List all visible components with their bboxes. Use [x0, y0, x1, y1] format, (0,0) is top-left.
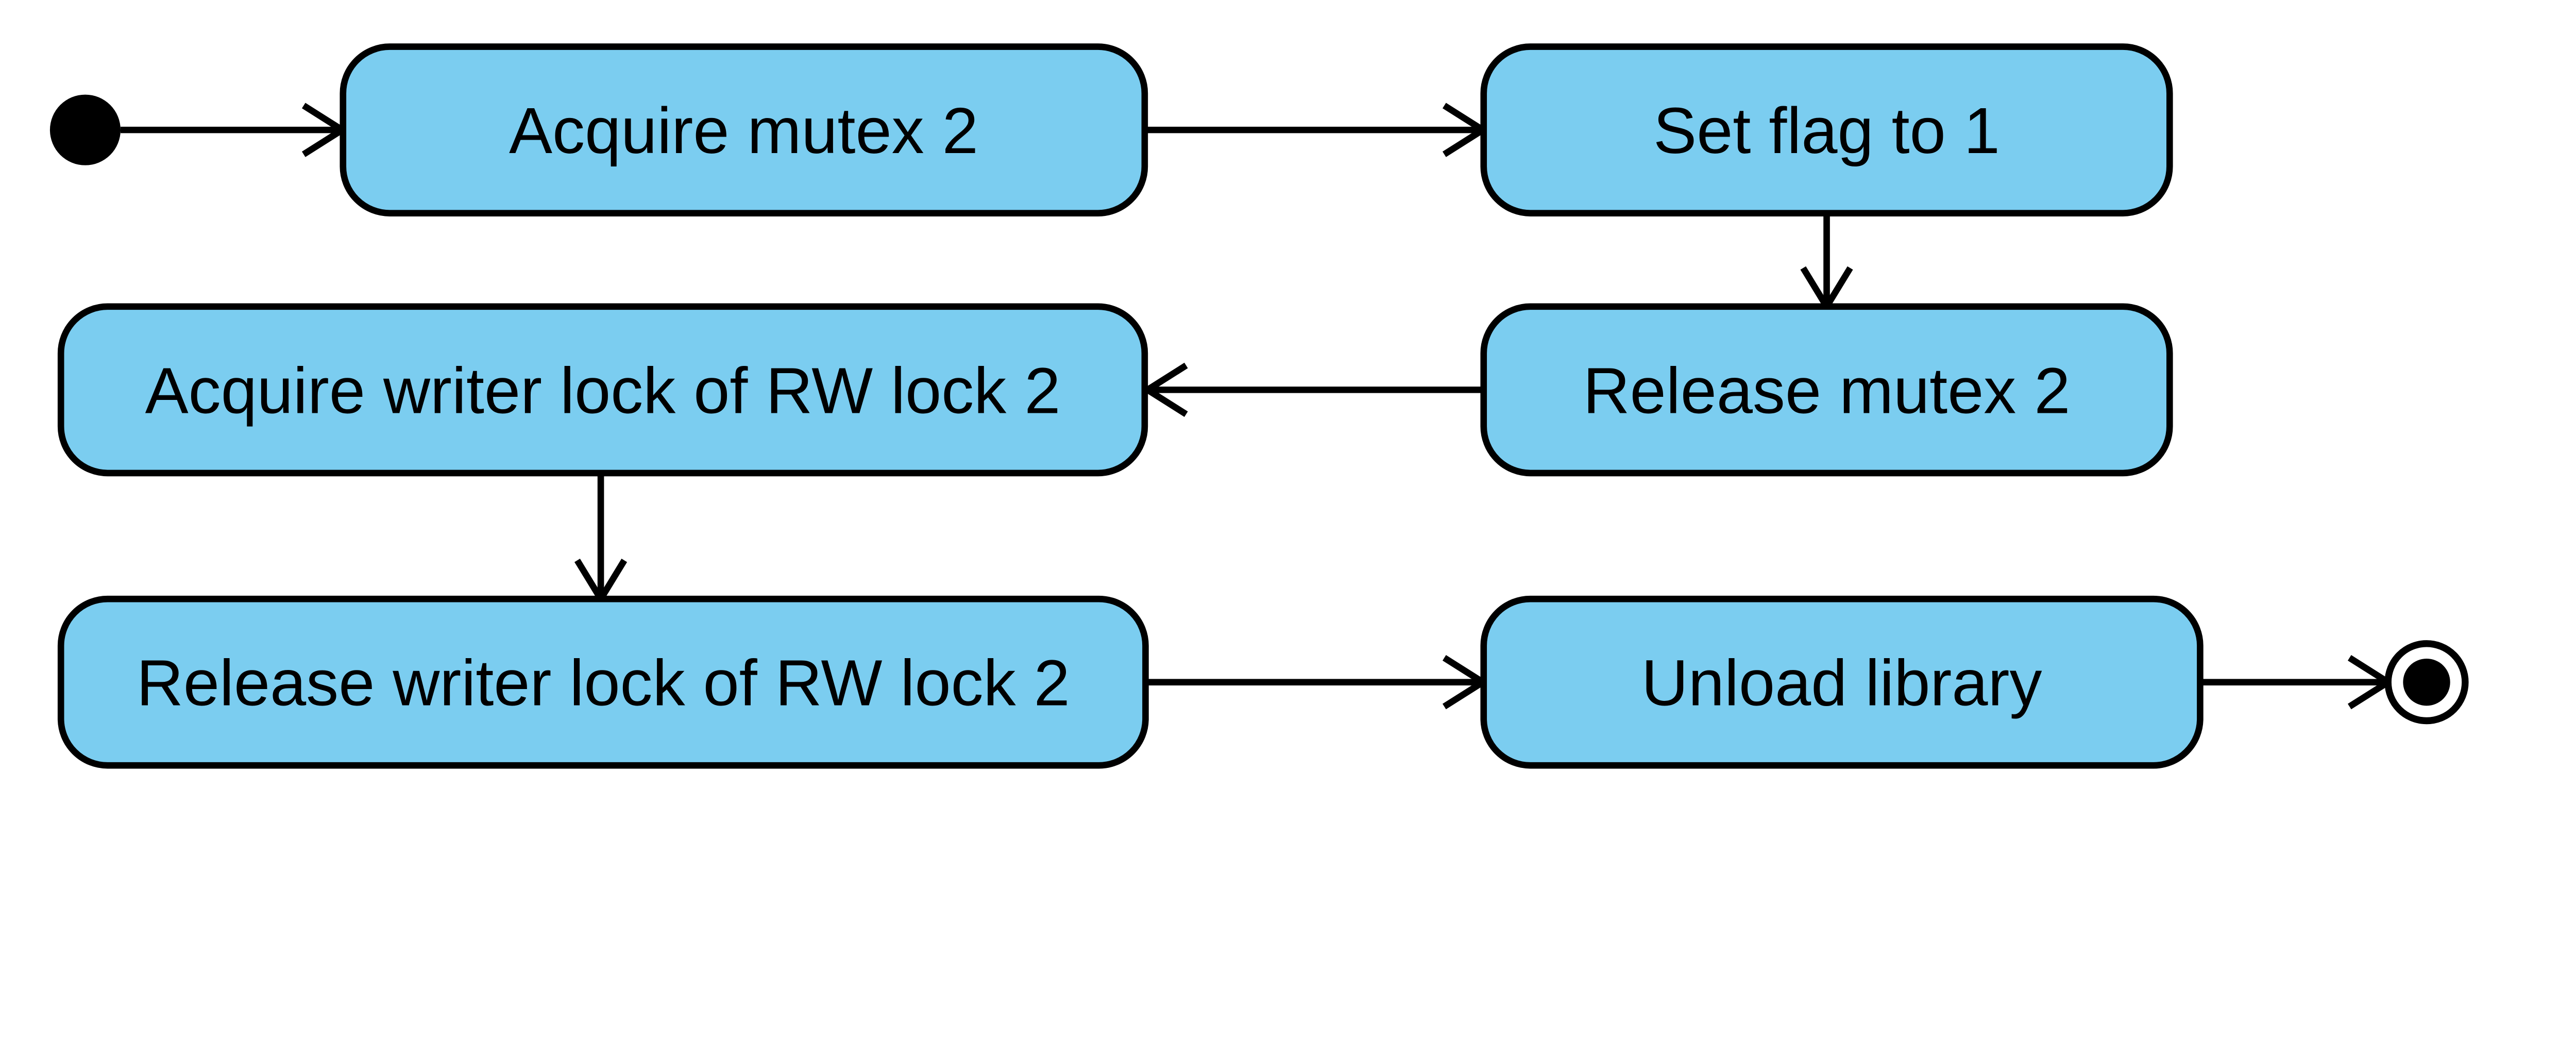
node-box — [1480, 43, 2173, 216]
node-box — [1480, 303, 2173, 477]
final-state-dot — [2403, 658, 2450, 706]
node-release-mutex-2: Release mutex 2 — [1480, 303, 2173, 477]
node-set-flag-to-1: Set flag to 1 — [1480, 43, 2173, 216]
node-unload-library: Unload library — [1480, 595, 2204, 769]
node-box — [57, 303, 1148, 477]
node-label: Acquire writer lock of RW lock 2 — [145, 354, 1061, 427]
node-acquire-mutex-2: Acquire mutex 2 — [340, 43, 1148, 216]
edge-release-mutex-2-to-acquire-writer-lock — [1141, 362, 1484, 417]
node-label: Release mutex 2 — [1583, 354, 2071, 427]
diagram-canvas: Acquire mutex 2 Set flag to 1 Release mu… — [49, 43, 2469, 769]
node-acquire-writer-lock: Acquire writer lock of RW lock 2 — [57, 303, 1148, 477]
node-release-writer-lock: Release writer lock of RW lock 2 — [57, 595, 1149, 769]
node-label: Unload library — [1641, 647, 2042, 719]
final-state-node — [2384, 640, 2469, 725]
node-box — [1480, 595, 2204, 769]
edge-unload-library-to-end — [2200, 655, 2394, 710]
node-box — [57, 595, 1149, 769]
edge-start-to-acquire-mutex-2 — [121, 103, 349, 157]
node-label: Acquire mutex 2 — [509, 94, 978, 167]
edge-set-flag-to-1-to-release-mutex-2 — [1800, 213, 1853, 313]
initial-state-node — [49, 94, 121, 165]
node-label: Set flag to 1 — [1653, 94, 2000, 167]
node-box — [340, 43, 1148, 216]
edge-acquire-writer-lock-to-release-writer-lock — [574, 473, 628, 606]
activity-diagram: Acquire mutex 2 Set flag to 1 Release mu… — [49, 43, 2469, 769]
edge-release-writer-lock-to-unload-library — [1145, 655, 1489, 710]
edge-acquire-mutex-2-to-set-flag-to-1 — [1144, 103, 1489, 157]
node-label: Release writer lock of RW lock 2 — [137, 647, 1070, 719]
